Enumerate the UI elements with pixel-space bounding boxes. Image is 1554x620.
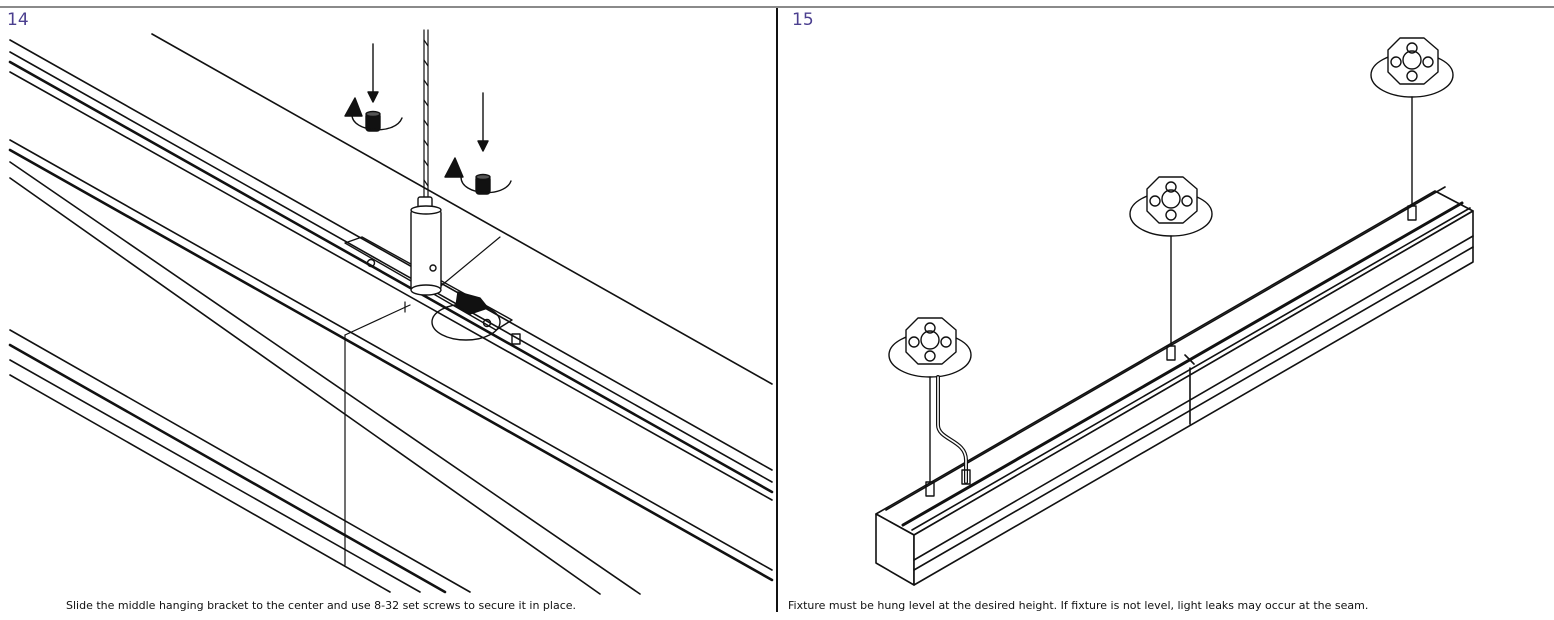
step-15-caption: Fixture must be hung level at the desire…	[788, 599, 1369, 612]
canopy-right	[1370, 37, 1454, 221]
top-rule	[0, 6, 1554, 8]
aircraft-cable	[423, 29, 429, 199]
step-14-illustration	[8, 29, 774, 595]
step-14-number: 14	[7, 10, 29, 30]
set-screw-2	[444, 92, 512, 195]
cable-gripper	[410, 196, 442, 296]
step-14-caption: Slide the middle hanging bracket to the …	[66, 599, 577, 612]
fixture-rails	[8, 33, 774, 595]
canopy-middle	[1129, 176, 1213, 361]
canopy-left	[888, 317, 972, 497]
panel-divider	[776, 8, 778, 612]
linear-fixture	[875, 186, 1474, 586]
bracket-plate	[344, 236, 521, 345]
step-15-illustration	[875, 37, 1474, 586]
step-15-number: 15	[792, 10, 814, 30]
set-screw-1	[344, 43, 403, 132]
